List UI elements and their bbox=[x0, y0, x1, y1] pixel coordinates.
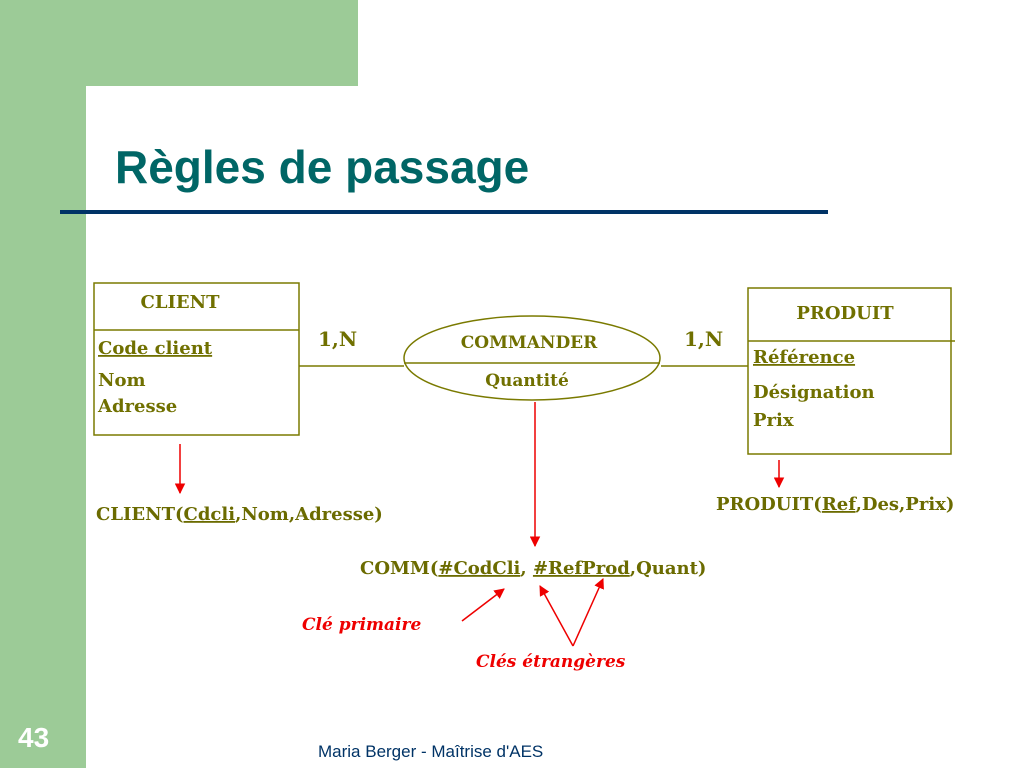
foreign-key-pointer-1 bbox=[539, 585, 574, 647]
client-box bbox=[93, 282, 300, 436]
produit-box bbox=[747, 287, 952, 455]
title-underline bbox=[60, 210, 828, 214]
produit-attr-designation: Désignation bbox=[753, 382, 875, 403]
client-relation-rest: ,Nom,Adresse) bbox=[235, 504, 383, 525]
foreign-keys-label: Clés étrangères bbox=[476, 652, 626, 672]
content-panel bbox=[86, 86, 1024, 768]
comm-relation-rest: ,Quant) bbox=[630, 558, 707, 579]
comm-relation-sep: , bbox=[520, 558, 533, 579]
produit-entity: PRODUIT Référence Désignation Prix bbox=[747, 287, 955, 455]
commander-association: COMMANDER Quantité bbox=[403, 315, 661, 401]
association-ellipse bbox=[403, 315, 661, 401]
association-attr: Quantité bbox=[485, 371, 569, 391]
comm-relation-key1: #CodCli bbox=[438, 558, 520, 579]
produit-relation: PRODUIT(Ref,Des,Prix) bbox=[716, 494, 954, 515]
produit-name: PRODUIT bbox=[796, 303, 894, 324]
client-name: CLIENT bbox=[141, 292, 221, 313]
client-relation: CLIENT(Cdcli,Nom,Adresse) bbox=[96, 504, 383, 525]
produit-identifier: Référence bbox=[753, 347, 855, 368]
client-attr-adresse: Adresse bbox=[97, 396, 177, 417]
client-attr-nom: Nom bbox=[98, 370, 146, 391]
produit-relation-prefix: PRODUIT( bbox=[716, 494, 822, 515]
association-name: COMMANDER bbox=[461, 333, 598, 353]
comm-relation: COMM(#CodCli, #RefProd,Quant) bbox=[360, 558, 706, 579]
primary-key-pointer bbox=[461, 588, 505, 622]
produit-relation-rest: ,Des,Prix) bbox=[856, 494, 955, 515]
slide-title: Règles de passage bbox=[115, 141, 530, 193]
client-relation-prefix: CLIENT( bbox=[96, 504, 184, 525]
top-accent-bar bbox=[0, 0, 358, 86]
cardinality-right: 1,N bbox=[684, 327, 723, 351]
foreign-key-pointer-2 bbox=[572, 578, 604, 647]
cardinality-left: 1,N bbox=[318, 327, 357, 351]
left-accent-bar bbox=[0, 0, 86, 768]
client-relation-key: Cdcli bbox=[184, 504, 236, 525]
client-identifier: Code client bbox=[98, 338, 213, 359]
produit-relation-key: Ref bbox=[822, 494, 857, 515]
slide-footer: Maria Berger - Maîtrise d'AES bbox=[318, 742, 544, 761]
client-entity: CLIENT Code client Nom Adresse bbox=[93, 282, 300, 436]
primary-key-label: Clé primaire bbox=[302, 615, 421, 635]
comm-relation-key2: #RefProd bbox=[533, 558, 630, 579]
slide-number: 43 bbox=[18, 722, 50, 753]
comm-relation-prefix: COMM( bbox=[360, 558, 438, 579]
produit-attr-prix: Prix bbox=[753, 410, 794, 431]
